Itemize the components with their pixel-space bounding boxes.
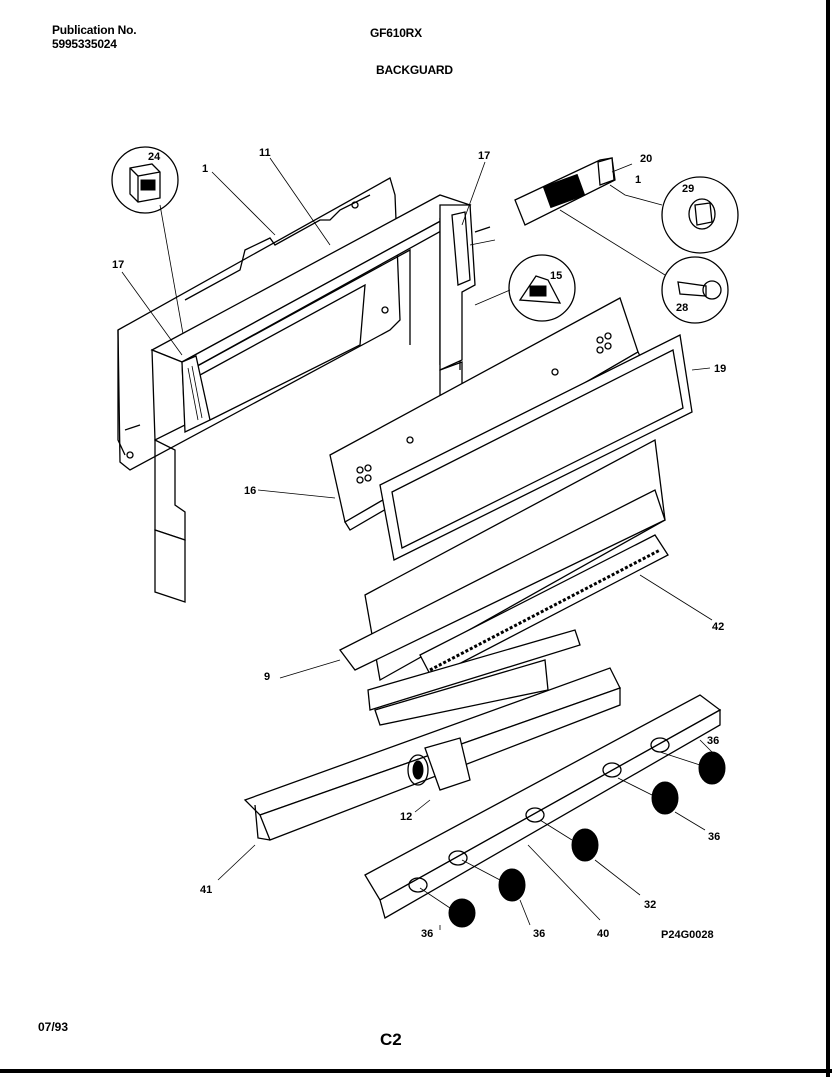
footer-date: 07/93 — [38, 1020, 69, 1034]
part-28-stem — [559, 209, 729, 324]
knobs — [419, 739, 726, 930]
footer-page-number: C2 — [380, 1030, 402, 1049]
page-border-bottom — [0, 1069, 832, 1073]
callout-19: 19 — [714, 363, 726, 375]
part-42-vent-panel — [339, 438, 713, 682]
knob-36-a — [698, 751, 726, 785]
callout-1: 1 — [202, 163, 208, 175]
section-title: BACKGUARD — [376, 63, 453, 77]
callout-12: 12 — [400, 811, 412, 823]
model-number: GF610RX — [370, 26, 422, 40]
callout-36-b: 36 — [708, 831, 720, 843]
callout-1-bracket: 1 — [635, 174, 641, 186]
callout-36-c: 36 — [421, 928, 433, 940]
part-29-knob — [609, 176, 739, 254]
callout-20: 20 — [640, 153, 652, 165]
page-border-right — [826, 0, 830, 1077]
publication-number: 5995335024 — [52, 37, 117, 51]
callout-24: 24 — [148, 151, 161, 163]
part-12-switch — [407, 737, 471, 813]
part-15-bracket — [474, 254, 576, 322]
part-1-back-panel — [117, 177, 401, 471]
callout-9: 9 — [264, 671, 270, 683]
publication-label: Publication No. — [52, 23, 137, 37]
callout-29: 29 — [682, 183, 694, 195]
knob-36-c — [498, 868, 526, 902]
part-20-bracket — [514, 157, 633, 226]
callout-36-d: 36 — [533, 928, 545, 940]
knob-36-b — [651, 781, 679, 815]
callout-42: 42 — [712, 621, 724, 633]
knob-36-d — [448, 898, 476, 928]
figure-code: P24G0028 — [661, 929, 714, 941]
part-19-overlay — [379, 334, 711, 561]
callout-40: 40 — [597, 928, 609, 940]
leader-lines — [121, 157, 486, 499]
knob-32 — [571, 828, 599, 862]
callout-17-right: 17 — [478, 150, 490, 162]
part-17-left-rail — [151, 349, 211, 603]
callout-15: 15 — [550, 270, 562, 282]
part-24-switch — [111, 146, 186, 346]
part-40-panel — [364, 694, 722, 921]
callout-36-a: 36 — [707, 735, 719, 747]
callout-16: 16 — [244, 485, 256, 497]
callout-28: 28 — [676, 302, 688, 314]
callout-17-left: 17 — [112, 259, 124, 271]
callout-41: 41 — [200, 884, 212, 896]
callout-32: 32 — [644, 899, 656, 911]
callout-11: 11 — [259, 147, 271, 159]
